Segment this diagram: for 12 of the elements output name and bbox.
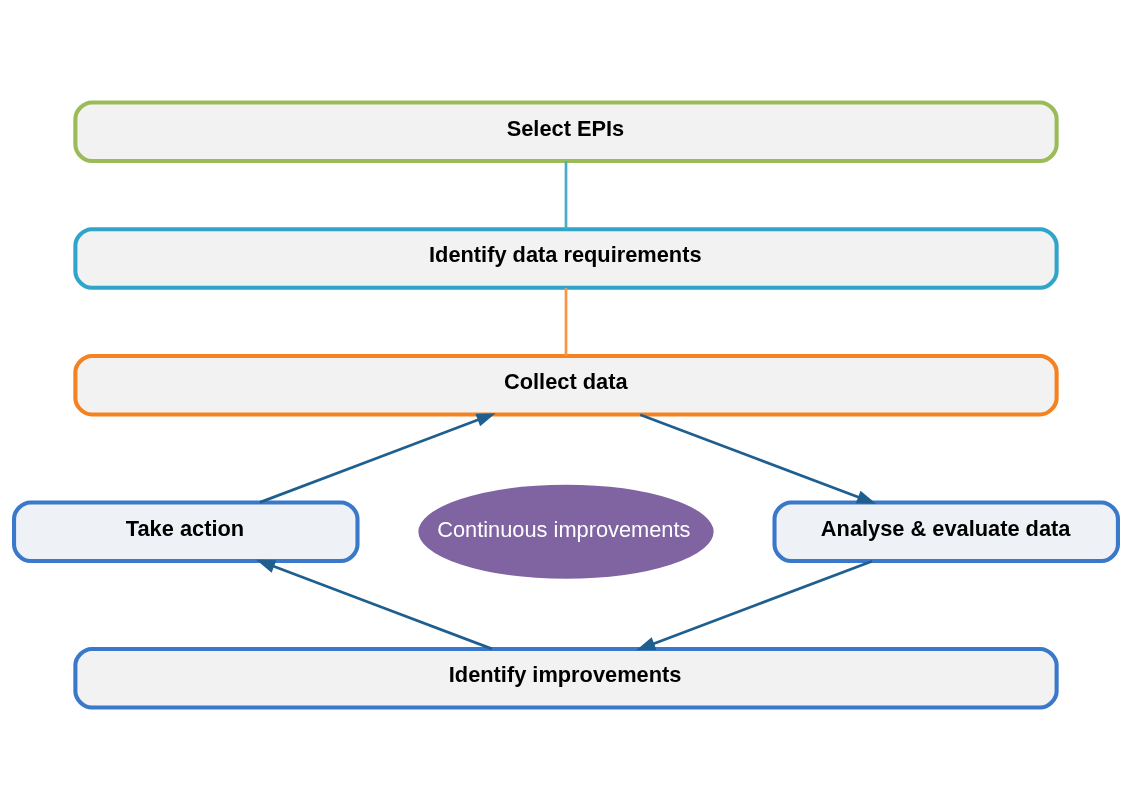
node-box: Select EPIs	[73, 100, 1059, 164]
connector	[564, 161, 568, 230]
node-box: Take action	[12, 500, 360, 564]
node-box: Identify improvements	[73, 646, 1059, 710]
node-box: Analyse & evaluate data	[772, 500, 1120, 564]
node-box: Identify data requirements	[73, 227, 1059, 290]
node-box: Collect data	[73, 353, 1059, 417]
arrow	[259, 413, 496, 504]
arrow	[639, 413, 877, 504]
arrow	[636, 559, 873, 651]
connector	[564, 288, 568, 356]
arrow	[256, 559, 493, 651]
